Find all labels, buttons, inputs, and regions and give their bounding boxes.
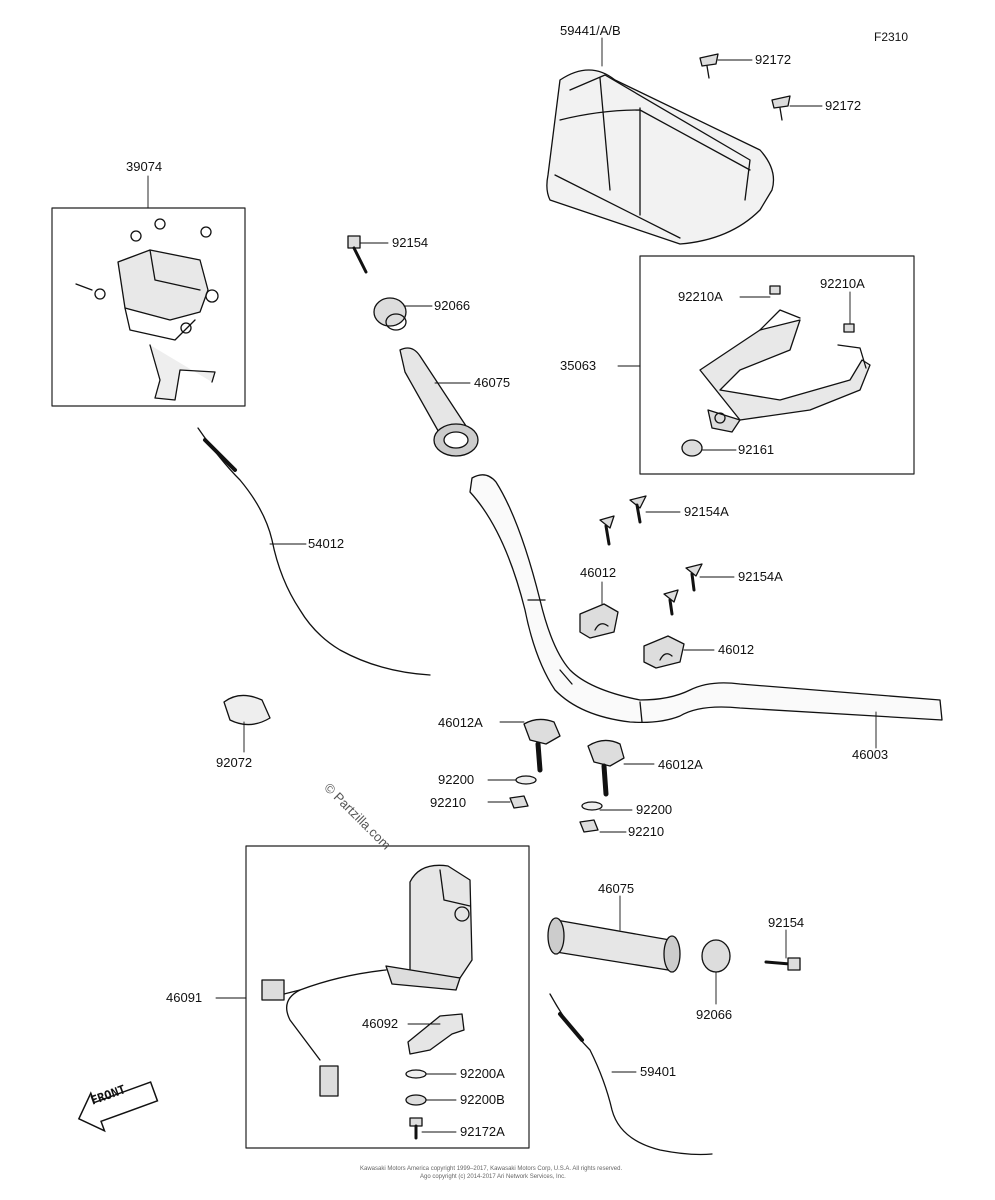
- label-46075-top: 46075: [474, 375, 511, 390]
- throttle-cable-59401: [549, 993, 713, 1156]
- label-92154-bottom: 92154: [768, 915, 805, 930]
- bar-end-weight-92066-top: [373, 297, 407, 331]
- label-92200-right: 92200: [636, 802, 673, 817]
- washer-92200B: [405, 1094, 427, 1106]
- label-92200A: 92200A: [460, 1066, 505, 1081]
- bolt-92154-bottom: [764, 957, 801, 971]
- screw-92172-lower: [771, 95, 791, 121]
- label-92200B: 92200B: [460, 1092, 505, 1107]
- label-59441: 59441/A/B: [560, 23, 621, 38]
- clutch-cable-54012: [197, 427, 431, 676]
- switch-housing-part: [261, 864, 473, 1097]
- washer-92200A: [405, 1069, 427, 1079]
- grip-46075-bottom: [547, 917, 681, 973]
- grip-46075-top: [399, 347, 479, 457]
- windshield-part: [546, 69, 775, 245]
- label-46003: 46003: [852, 747, 889, 762]
- figure-code: F2310: [874, 30, 909, 44]
- bracket-part: [681, 285, 871, 457]
- label-92210A-left: 92210A: [678, 289, 723, 304]
- label-46012-left: 46012: [580, 565, 617, 580]
- clamp-92072: [223, 694, 271, 726]
- washer-92200-left: [515, 775, 537, 785]
- bolts-92154A: [599, 495, 703, 616]
- label-92210-right: 92210: [628, 824, 665, 839]
- label-92210-left: 92210: [430, 795, 467, 810]
- label-92154A-top: 92154A: [684, 504, 729, 519]
- label-92172-b: 92172: [825, 98, 862, 113]
- label-46075-bottom: 46075: [598, 881, 635, 896]
- label-92172-a: 92172: [755, 52, 792, 67]
- label-46091: 46091: [166, 990, 203, 1005]
- label-92210A-right: 92210A: [820, 276, 865, 291]
- front-arrow: [77, 1081, 159, 1133]
- footer-line-2: Ago copyright (c) 2014-2017 Ari Network …: [420, 1174, 566, 1180]
- label-92161: 92161: [738, 442, 775, 457]
- label-46012A-right: 46012A: [658, 757, 703, 772]
- label-46012A-left: 46012A: [438, 715, 483, 730]
- label-59401: 59401: [640, 1064, 677, 1079]
- holder-46012A-left: [523, 718, 561, 773]
- label-46092: 46092: [362, 1016, 399, 1031]
- bolt-92154-top: [347, 235, 368, 274]
- label-92072: 92072: [216, 755, 253, 770]
- label-35063: 35063: [560, 358, 597, 373]
- bar-end-weight-92066-bottom: [701, 939, 731, 973]
- footer-line-1: Kawasaki Motors America copyright 1999–2…: [360, 1166, 623, 1172]
- label-92066-bottom: 92066: [696, 1007, 733, 1022]
- washer-92200-right: [581, 801, 603, 811]
- clamp-46012-right: [643, 635, 685, 669]
- holder-46012A-right: [587, 739, 625, 797]
- master-cylinder-part: [75, 218, 219, 401]
- screw-92172-top: [699, 53, 719, 79]
- label-54012: 54012: [308, 536, 345, 551]
- label-46012-right: 46012: [718, 642, 755, 657]
- label-92200-left: 92200: [438, 772, 475, 787]
- label-39074: 39074: [126, 159, 163, 174]
- nut-92210-right: [579, 819, 599, 833]
- leader-lines: [147, 37, 877, 1133]
- lever-46092: [407, 1013, 465, 1055]
- box-35063: [639, 255, 915, 475]
- label-92172A: 92172A: [460, 1124, 505, 1139]
- clamp-46012-left: [579, 603, 619, 639]
- label-92154A-bottom: 92154A: [738, 569, 783, 584]
- box-39074: [51, 207, 246, 407]
- handlebar-46003: [469, 474, 943, 724]
- bolt-92172A: [409, 1117, 423, 1140]
- label-92154-top: 92154: [392, 235, 429, 250]
- box-46091: [245, 845, 530, 1149]
- label-92066-top: 92066: [434, 298, 471, 313]
- nut-92210-left: [509, 795, 529, 809]
